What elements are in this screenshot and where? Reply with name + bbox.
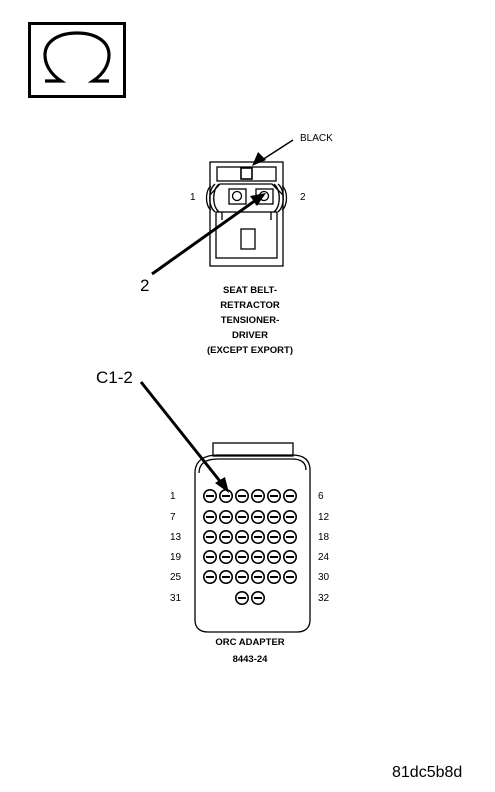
- ohmmeter-symbol-box: [28, 22, 126, 98]
- black-color-leader: [252, 139, 294, 166]
- orc-pin: [219, 569, 234, 584]
- orc-pin: [203, 569, 218, 584]
- orc-pin: [251, 549, 266, 564]
- orc-pin: [282, 529, 297, 544]
- orc-pin: [219, 509, 234, 524]
- orc-pin: [251, 529, 266, 544]
- orc-pin-grid: [203, 488, 297, 605]
- orc-pin: [219, 488, 234, 503]
- orc-pin: [203, 549, 218, 564]
- orc-pin: [266, 488, 281, 503]
- orc-pin: [235, 590, 250, 605]
- orc-adapter-caption: ORC ADAPTER 8443-24: [170, 634, 330, 668]
- orc-pin: [266, 509, 281, 524]
- seat-belt-pin-1-label: 1: [190, 192, 196, 203]
- orc-pin: [251, 509, 266, 524]
- orc-pin: [235, 509, 250, 524]
- orc-row-5-end: 30: [318, 572, 330, 583]
- seat-belt-caption-line-2: RETRACTOR: [220, 300, 280, 311]
- orc-row-1-end: 6: [318, 491, 324, 502]
- seat-belt-pin-2-label: 2: [300, 192, 306, 203]
- orc-pin: [282, 509, 297, 524]
- seat-belt-caption-line-3: TENSIONER-: [220, 315, 280, 326]
- orc-row-2-end: 12: [318, 512, 330, 523]
- orc-pin: [266, 569, 281, 584]
- orc-row-1-start: 1: [170, 491, 176, 502]
- seat-belt-caption-line-4: DRIVER: [232, 330, 268, 341]
- pin-2-callout-arrow: [151, 193, 266, 276]
- orc-adapter-connector-icon: [194, 442, 311, 633]
- orc-pin: [235, 549, 250, 564]
- orc-row-3-end: 18: [318, 532, 330, 543]
- orc-pin: [235, 569, 250, 584]
- seat-belt-caption-line-5: (EXCEPT EXPORT): [206, 345, 294, 356]
- orc-pin: [251, 488, 266, 503]
- orc-pin: [251, 590, 266, 605]
- orc-pin: [266, 529, 281, 544]
- orc-pin: [251, 569, 266, 584]
- orc-pin: [266, 549, 281, 564]
- orc-pin: [282, 488, 297, 503]
- c1-2-callout-arrow: [139, 381, 229, 493]
- orc-pin: [282, 549, 297, 564]
- orc-row-2-start: 7: [170, 512, 176, 523]
- orc-row-6-start: 31: [170, 593, 182, 604]
- ohm-icon: [43, 31, 111, 83]
- orc-row-6-end: 32: [318, 593, 330, 604]
- orc-pin: [235, 529, 250, 544]
- orc-adapter-caption-line-2: 8443-24: [232, 654, 268, 665]
- black-color-label: BLACK: [300, 133, 333, 144]
- seat-belt-connector-icon: [205, 161, 288, 267]
- orc-pin: [219, 529, 234, 544]
- orc-row-4-start: 19: [170, 552, 182, 563]
- c1-2-callout-label: C1-2: [96, 368, 133, 387]
- orc-pin: [235, 488, 250, 503]
- orc-adapter-caption-line-1: ORC ADAPTER: [215, 637, 285, 648]
- pin-2-callout-label: 2: [140, 276, 150, 295]
- orc-pin: [282, 569, 297, 584]
- seat-belt-caption-line-1: SEAT BELT-: [222, 285, 277, 296]
- orc-row-5-start: 25: [170, 572, 182, 583]
- orc-pin: [219, 549, 234, 564]
- seat-belt-caption: SEAT BELT- RETRACTOR TENSIONER- DRIVER (…: [170, 283, 330, 358]
- orc-pin: [203, 509, 218, 524]
- orc-row-4-end: 24: [318, 552, 330, 563]
- orc-pin: [203, 529, 218, 544]
- orc-pin: [203, 488, 218, 503]
- figure-code: 81dc5b8d: [392, 764, 463, 781]
- orc-row-3-start: 13: [170, 532, 182, 543]
